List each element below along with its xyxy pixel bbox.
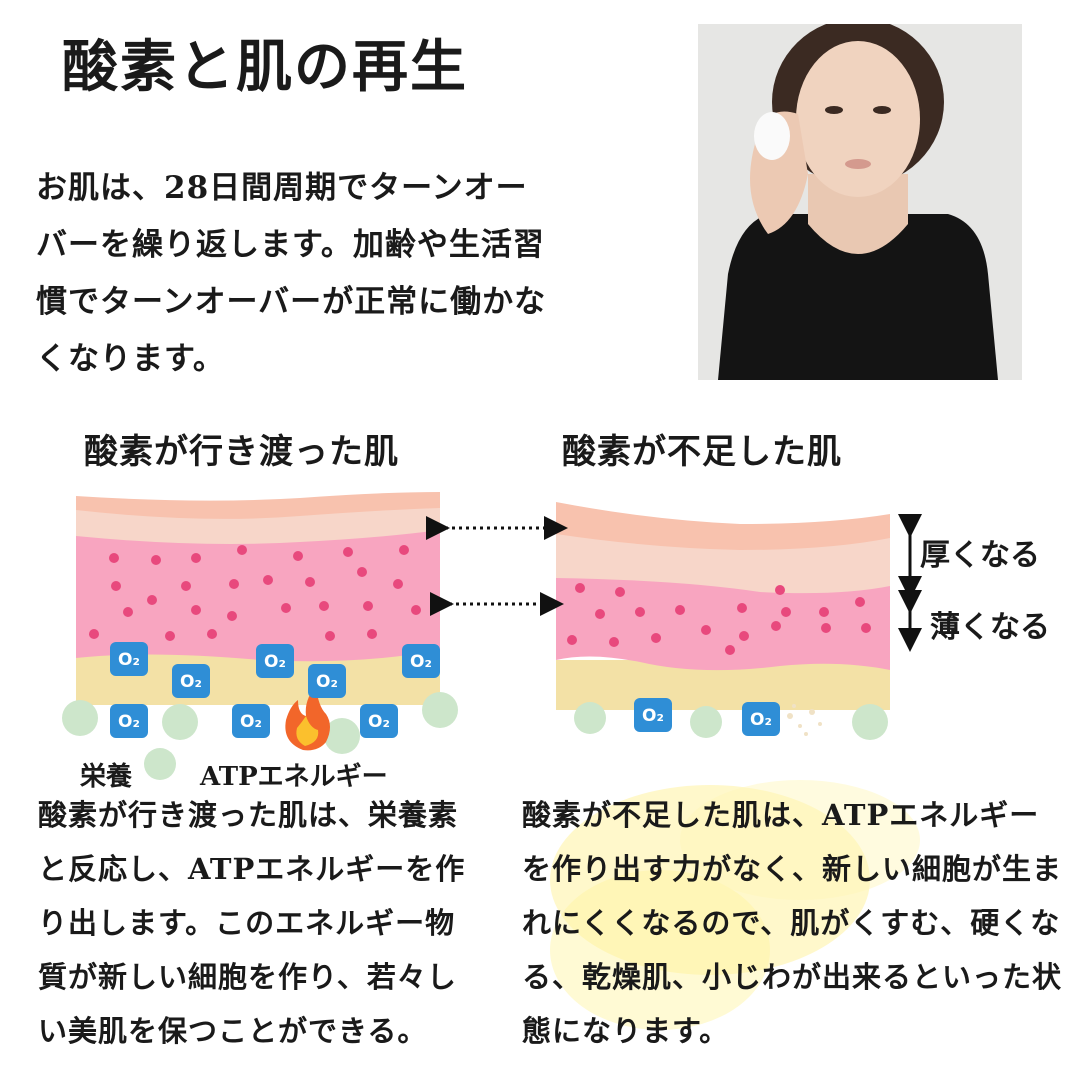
deficient-skin-layers	[556, 502, 890, 710]
right-heading: 酸素が不足した肌	[562, 432, 842, 472]
o2-label: O₂	[642, 706, 664, 726]
atp-label: ATPエネルギー	[200, 762, 388, 792]
left-description: 酸素が行き渡った肌は、栄養素と反応し、ATPエネルギーを作り出します。このエネル…	[38, 798, 466, 1048]
thicker-label: 厚くなる	[920, 538, 1040, 573]
deficient-cell-dots	[567, 583, 871, 655]
o2-icons	[110, 642, 780, 738]
thinner-label: 薄くなる	[930, 610, 1050, 645]
fire-icon	[285, 686, 330, 751]
o2-label: O₂	[316, 672, 338, 692]
faint-particles	[787, 704, 822, 736]
intro-text: お肌は、28日間周期でターンオーバーを繰り返します。加齢や生活習慣でターンオーバ…	[36, 170, 547, 377]
nutrients-label: 栄養	[80, 762, 133, 792]
o2-label: O₂	[118, 712, 140, 732]
left-heading: 酸素が行き渡った肌	[84, 432, 399, 472]
nutrient-circles	[62, 692, 888, 780]
yellow-highlight	[550, 780, 920, 1030]
skin-diagram: O₂ O₂ O₂ O₂ O₂ O₂ O₂ O₂ O₂ O₂	[62, 492, 922, 780]
right-description: 酸素が不足した肌は、ATPエネルギーを作り出す力がなく、新しい細胞が生まれにくく…	[522, 798, 1063, 1048]
o2-label: O₂	[264, 652, 286, 672]
o2-label: O₂	[118, 650, 140, 670]
o2-label: O₂	[410, 652, 432, 672]
o2-label: O₂	[750, 710, 772, 730]
o2-label: O₂	[180, 672, 202, 692]
o2-labels: O₂ O₂ O₂ O₂ O₂ O₂ O₂ O₂ O₂ O₂	[118, 650, 772, 732]
page-title: 酸素と肌の再生	[62, 34, 468, 100]
model-photo	[698, 24, 1022, 380]
o2-label: O₂	[240, 712, 262, 732]
healthy-cell-dots	[89, 545, 421, 641]
o2-label: O₂	[368, 712, 390, 732]
